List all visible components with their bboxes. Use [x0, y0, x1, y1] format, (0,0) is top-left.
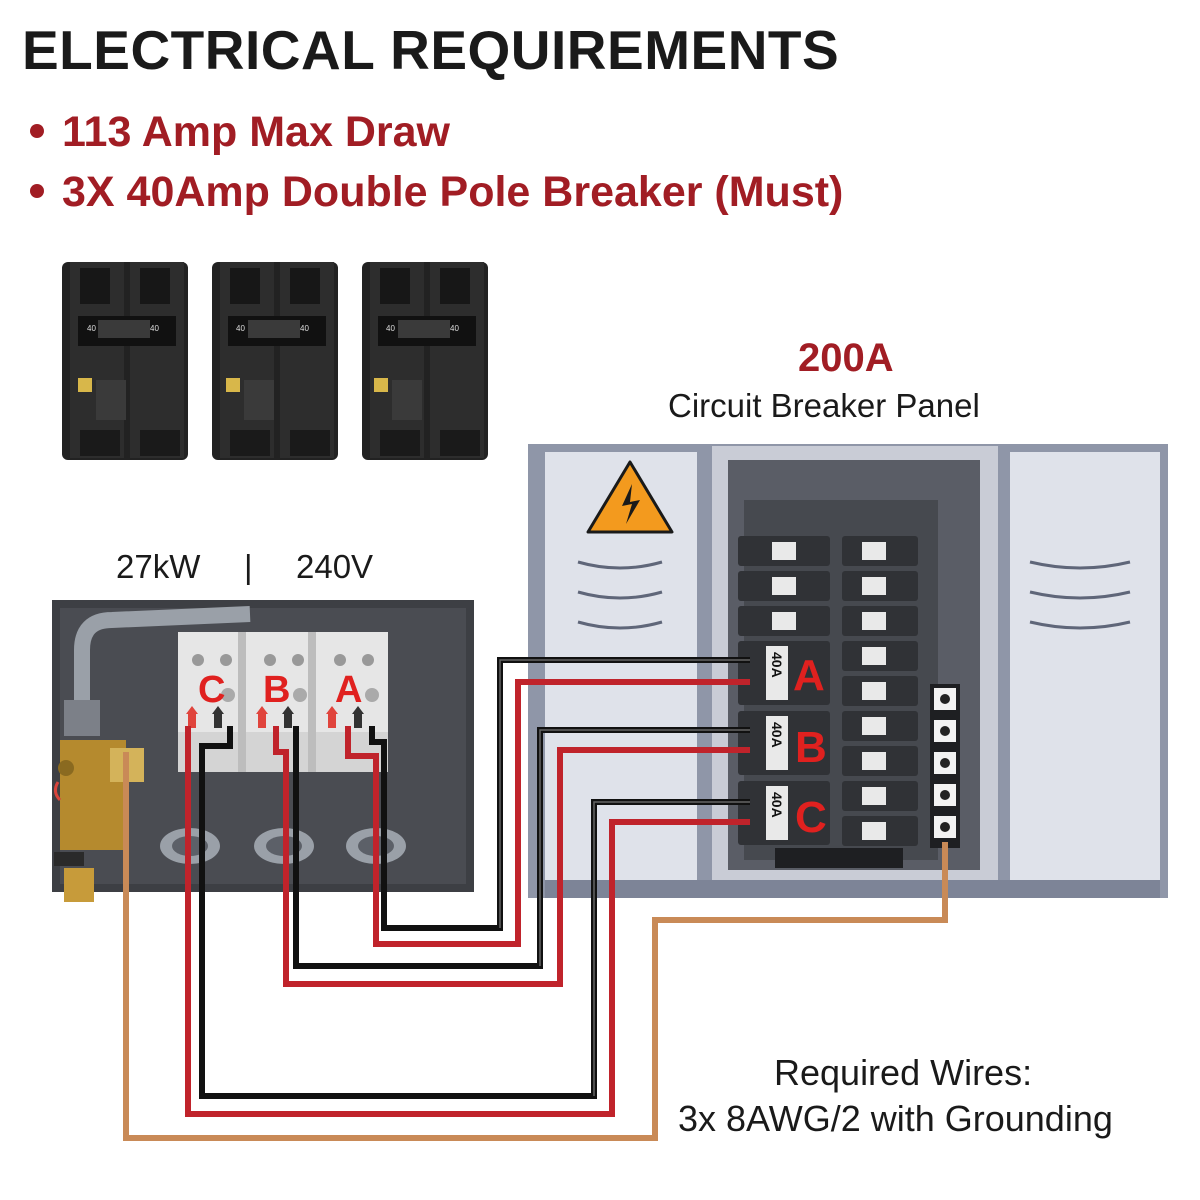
requirement-text: 113 Amp Max Draw — [62, 108, 450, 156]
breaker-rating-label: 40 — [300, 324, 309, 333]
wire-c-black — [199, 726, 750, 1099]
breaker-rating-label: 40 — [450, 324, 459, 333]
requirement-max-draw: 113 Amp Max Draw — [30, 108, 450, 157]
water-heater-unit — [52, 600, 474, 902]
ground-bar — [930, 684, 960, 848]
wire-a-red — [345, 679, 750, 947]
required-wires-spec: 3x 8AWG/2 with Grounding — [678, 1098, 1113, 1139]
terminal-letter-c: C — [198, 669, 225, 711]
required-wires-heading: Required Wires: — [774, 1052, 1033, 1093]
spec-separator: | — [244, 548, 253, 585]
wire-b-black — [293, 726, 750, 969]
breaker-rating-label: 40 — [87, 324, 96, 333]
panel-circuit-letter-b: B — [795, 723, 827, 772]
requirement-breaker: 3X 40Amp Double Pole Breaker (Must) — [30, 168, 843, 217]
breaker-rating-label: 40 — [236, 324, 245, 333]
heater-power: 27kW — [116, 548, 201, 585]
ground-wire — [123, 752, 948, 1141]
panel-breaker-label-a: 40A — [769, 652, 785, 678]
panel-amperage: 200A — [798, 336, 894, 380]
requirement-text: 3X 40Amp Double Pole Breaker (Must) — [62, 168, 844, 216]
wire-c-red — [185, 726, 750, 1117]
breaker-rating-label: 40 — [386, 324, 395, 333]
wire-a-black — [369, 657, 750, 931]
panel-circuit-letter-c: C — [795, 793, 827, 842]
bullet-icon — [30, 123, 44, 138]
panel-breaker-switches — [738, 536, 918, 868]
panel-title: Circuit Breaker Panel — [668, 387, 980, 424]
breaker-image-3: 40 40 — [362, 262, 488, 460]
panel-breaker-label-c: 40A — [769, 792, 785, 818]
page-title: ELECTRICAL REQUIREMENTS — [22, 19, 840, 81]
panel-breaker-label-b: 40A — [769, 722, 785, 748]
heater-voltage: 240V — [296, 548, 374, 585]
panel-circuit-letter-a: A — [793, 651, 825, 700]
high-voltage-warning-icon — [586, 460, 674, 534]
wire-b-red — [273, 726, 750, 987]
breaker-image-2: 40 40 — [212, 262, 338, 460]
wire-outline-highlights — [499, 659, 750, 1096]
breaker-image-1: 40 40 — [62, 262, 188, 460]
breaker-rating-label: 40 — [150, 324, 159, 333]
bullet-icon — [30, 183, 44, 198]
terminal-letter-b: B — [263, 669, 290, 711]
terminal-letter-a: A — [335, 669, 362, 711]
